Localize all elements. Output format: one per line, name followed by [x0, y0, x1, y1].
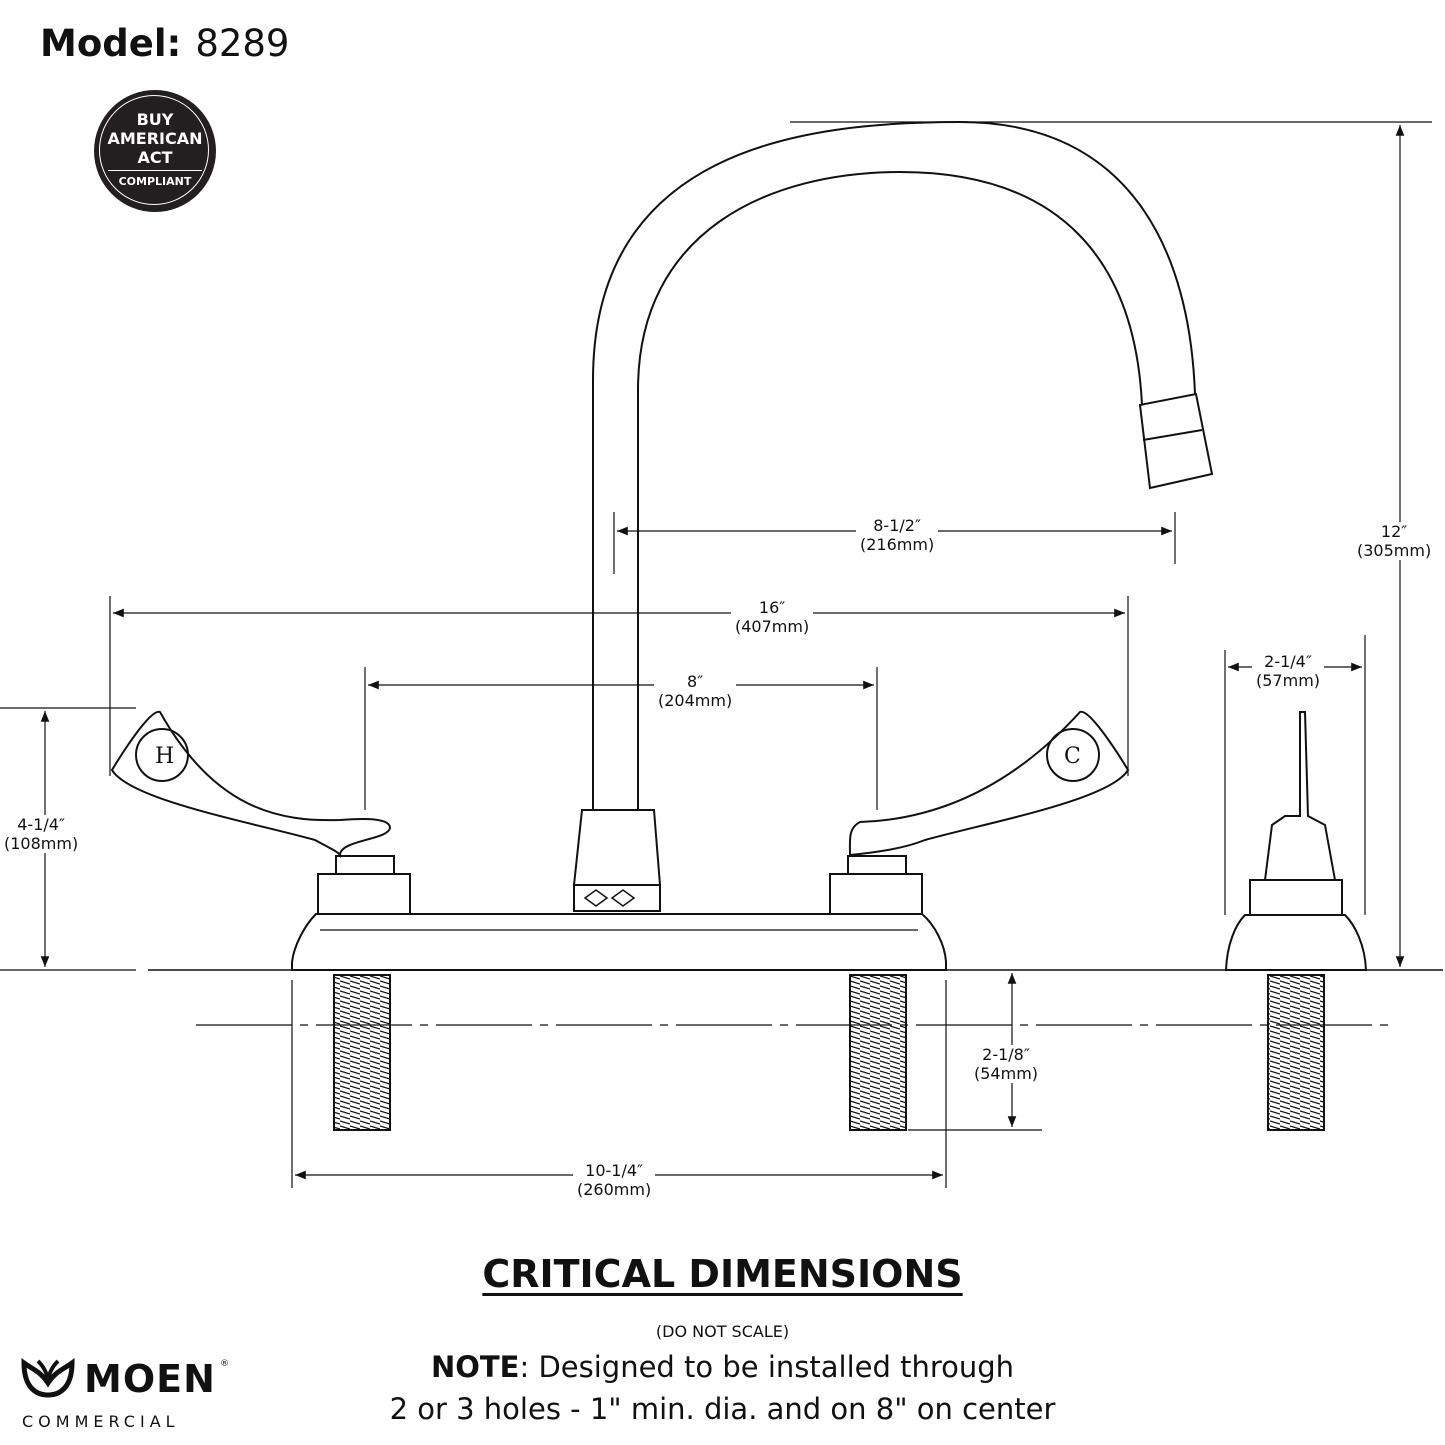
do-not-scale-note: (DO NOT SCALE)	[655, 1322, 790, 1341]
side-view-base	[1224, 914, 1368, 971]
aerator	[1138, 392, 1214, 490]
model-label: Model:	[40, 22, 182, 65]
dim-handle-span: 16″(407mm)	[731, 598, 814, 636]
svg-text:H: H	[155, 744, 174, 769]
moen-logo-icon	[21, 1358, 75, 1398]
right-handle-base	[829, 873, 923, 915]
badge-ring	[99, 95, 209, 205]
model-number: 8289	[195, 22, 290, 65]
deck-plate	[291, 913, 947, 971]
badge-line3: ACT	[137, 148, 173, 167]
dim-side-depth: 2-1/4″(57mm)	[1252, 652, 1325, 690]
dim-handle-height: 4-1/4″(108mm)	[0, 815, 83, 853]
dimension-lines	[0, 121, 1432, 1188]
logo-division: COMMERCIAL	[22, 1412, 180, 1431]
logo-brand: MOEN	[84, 1357, 216, 1401]
svg-text:C: C	[1064, 744, 1081, 769]
left-handle-base	[317, 873, 411, 915]
badge-divider	[108, 170, 202, 171]
left-shank	[333, 974, 391, 1131]
critical-dimensions-title: CRITICAL DIMENSIONS	[482, 1252, 963, 1296]
badge-line4: COMPLIANT	[118, 175, 192, 188]
dim-overall-height: 12″(305mm)	[1353, 522, 1436, 560]
dim-spout-reach: 8-1/2″(216mm)	[856, 516, 939, 554]
install-note-line2: 2 or 3 holes - 1" min. dia. and on 8" on…	[389, 1392, 1056, 1426]
spout-inner	[637, 170, 1143, 810]
dim-center-spacing: 8″(204mm)	[654, 672, 737, 710]
right-shank	[849, 974, 907, 1131]
badge-line2: AMERICAN	[107, 129, 203, 148]
spout-base	[572, 809, 662, 886]
dim-shank-length: 2-1/8″(54mm)	[970, 1045, 1043, 1083]
hot-indicator	[135, 728, 189, 782]
buy-american-badge: BUY AMERICAN ACT COMPLIANT	[94, 90, 216, 212]
side-view-handle	[1264, 711, 1336, 881]
dim-base-width: 10-1/4″(260mm)	[573, 1161, 656, 1199]
right-wrist-handle	[848, 710, 1130, 857]
badge-line1: BUY	[136, 110, 174, 129]
side-shank	[1267, 974, 1325, 1131]
left-wrist-handle	[110, 710, 392, 859]
model-heading: Model: 8289	[40, 22, 289, 65]
install-note-line1: NOTE: Designed to be installed through	[430, 1350, 1015, 1384]
cold-indicator	[1046, 728, 1100, 782]
logo-registered: ®	[220, 1359, 229, 1369]
